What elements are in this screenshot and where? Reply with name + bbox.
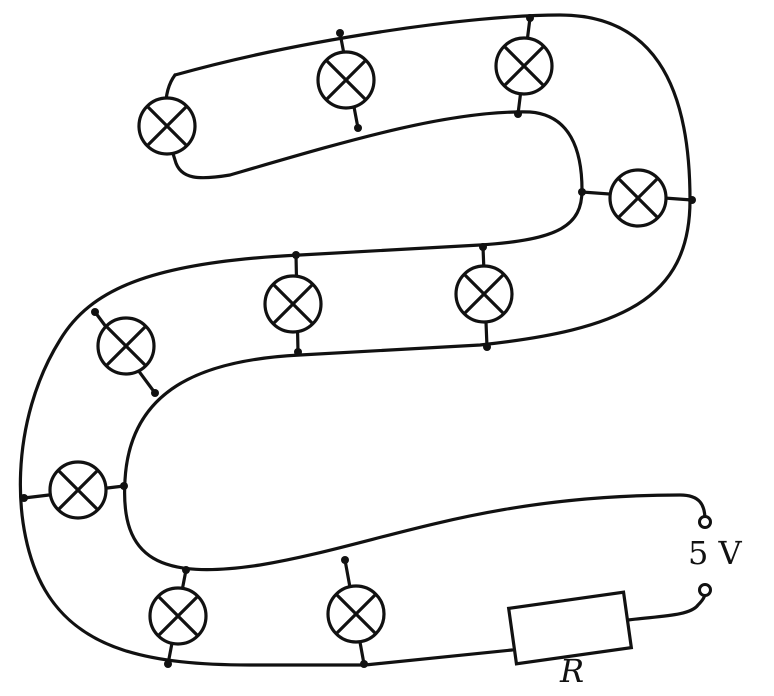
junction-dot	[20, 494, 28, 502]
lamp-x-icon	[316, 50, 376, 110]
resistor-lead-wire	[626, 590, 707, 622]
lamp-x-icon	[48, 460, 108, 520]
lamp-x-icon	[494, 36, 554, 96]
lamp-x-icon	[137, 96, 197, 156]
junction-dot	[578, 188, 586, 196]
junction-dot	[514, 110, 522, 118]
junction-dot	[483, 343, 491, 351]
junction-dot	[479, 243, 487, 251]
junction-dot	[120, 482, 128, 490]
resistor	[506, 590, 634, 666]
lamp-x-icon	[148, 586, 208, 646]
lamp-x-icon	[263, 274, 323, 334]
junction-dot	[164, 660, 172, 668]
junction-dot	[354, 124, 362, 132]
junction-dot	[294, 348, 302, 356]
terminal-negative[interactable]	[698, 583, 712, 597]
terminal-positive[interactable]	[698, 515, 712, 529]
lamp-x-icon	[454, 264, 514, 324]
junction-dot	[182, 566, 190, 574]
junction-dot	[526, 14, 534, 22]
junction-dot	[91, 308, 99, 316]
supply-voltage-label: 5 V	[688, 534, 742, 572]
lamp-x-icon	[326, 584, 386, 644]
junction-dot	[688, 196, 696, 204]
junction-dot	[151, 389, 159, 397]
junction-dot	[292, 251, 300, 259]
outer-rail-wire	[122, 13, 707, 572]
lamp-x-icon	[608, 168, 668, 228]
inner-rail-wire	[18, 73, 584, 667]
lamp-x-icon	[96, 316, 156, 376]
junction-dot	[360, 660, 368, 668]
junction-dot	[341, 556, 349, 564]
junction-dot	[336, 29, 344, 37]
resistor-label: R	[560, 652, 585, 690]
lamps-group	[20, 14, 696, 668]
